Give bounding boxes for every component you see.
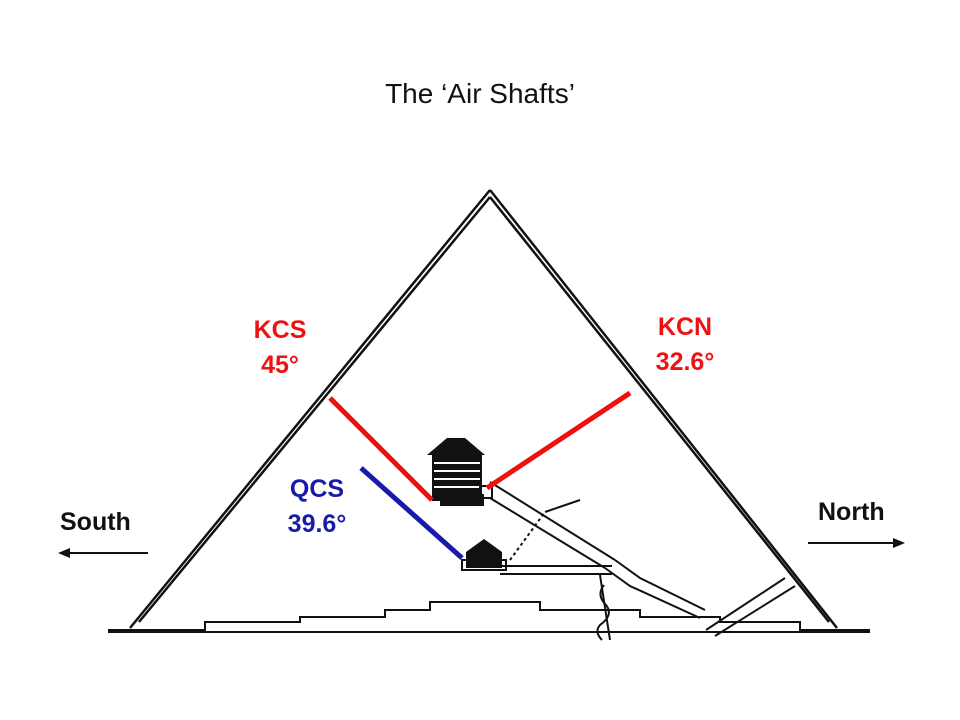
qcs-angle: 39.6° [287, 510, 347, 538]
kcn-label: KCN 32.6° [630, 310, 740, 380]
kcs-angle: 45° [261, 351, 299, 379]
qcs-name: QCS [289, 475, 345, 503]
north-arrow-icon [808, 538, 905, 548]
north-label: North [818, 498, 885, 526]
queens-chamber [461, 539, 507, 571]
kcs-shaft-line [328, 396, 434, 502]
well-shaft [596, 584, 610, 641]
descending-corridor [705, 577, 796, 637]
south-label: South [60, 508, 131, 536]
grand-gallery [489, 481, 706, 641]
south-arrow-icon [58, 548, 148, 558]
kings-chamber [427, 438, 493, 506]
diagonal-guide-line [544, 499, 581, 513]
qcs-label: QCS 39.6° [262, 472, 372, 542]
kcn-shaft-line [485, 390, 632, 491]
kcn-angle: 32.6° [655, 348, 715, 376]
pyramid-outline [129, 189, 838, 629]
kcs-name: KCS [253, 316, 307, 344]
qcs-shaft-line [359, 466, 464, 560]
bedrock-outline [108, 601, 870, 631]
diagram-title: The ‘Air Shafts’ [385, 78, 575, 109]
horizontal-passage [500, 565, 612, 575]
kcs-label: KCS 45° [230, 313, 330, 383]
dotted-guide-line [509, 511, 546, 561]
kcn-name: KCN [657, 313, 713, 341]
